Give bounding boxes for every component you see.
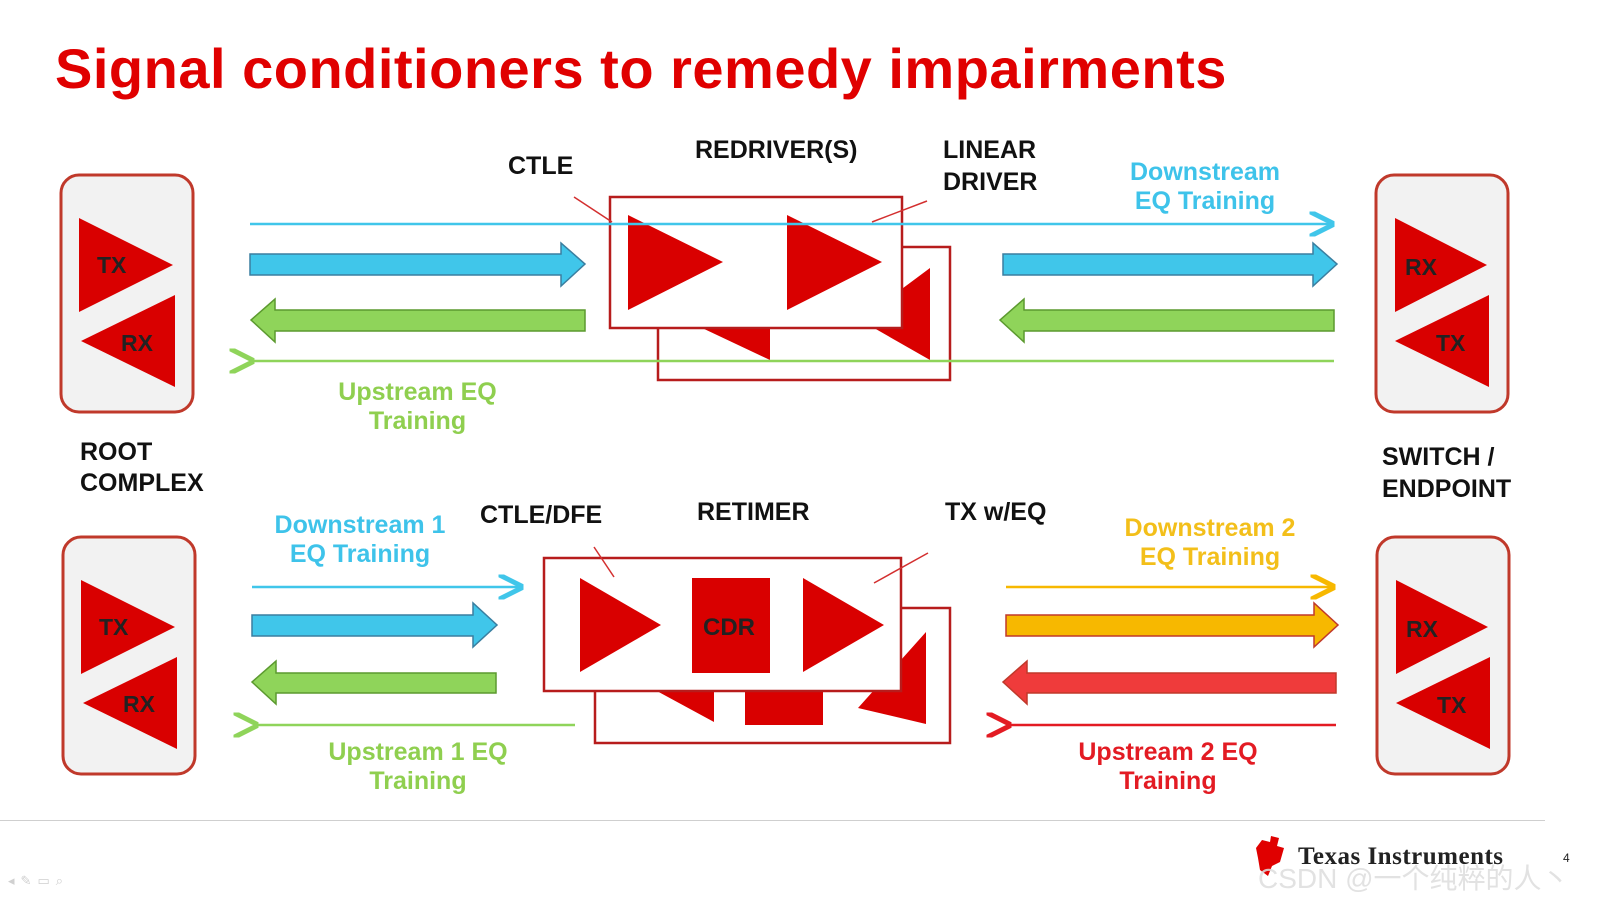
ti-logo-icon	[1256, 836, 1284, 876]
page-number: 4	[1563, 851, 1570, 865]
upstream2-label-2: Training	[1119, 767, 1217, 795]
cdr-block	[692, 578, 770, 673]
top-left-downstream-arrow	[249, 241, 587, 288]
back-icon[interactable]: ◂	[8, 873, 21, 888]
top-left-tx-label: TX	[97, 252, 127, 278]
downstream1-label-1: Downstream 1	[274, 511, 446, 539]
switch-endpoint-label-1: SWITCH /	[1382, 443, 1495, 471]
ctle-pointer	[573, 196, 613, 223]
top-right-upstream-arrow	[998, 297, 1335, 344]
bottom-left-downstream-arrow	[251, 601, 499, 649]
ctle-dfe-pointer	[593, 546, 615, 578]
root-complex-label-2: COMPLEX	[80, 469, 204, 497]
top-left-upstream-arrow	[249, 297, 586, 344]
footer-divider	[0, 820, 1545, 821]
upstream1-label-1: Upstream 1 EQ	[328, 738, 508, 766]
slides-icon[interactable]: ▭	[37, 873, 56, 888]
bottom-right-downstream-arrow	[1005, 601, 1340, 649]
upstream2-label-1: Upstream 2 EQ	[1078, 738, 1258, 766]
downstream2-label-1: Downstream 2	[1124, 514, 1296, 542]
bottom-left-rx-label: RX	[123, 691, 155, 717]
tx-weq-label: TX w/EQ	[945, 498, 1047, 526]
bottom-right-rx-triangle	[1396, 580, 1488, 674]
top-right-tx-triangle	[1395, 295, 1489, 387]
ti-brand-text: Texas Instruments	[1298, 843, 1504, 870]
ctle-dfe-label: CTLE/DFE	[480, 501, 603, 529]
redriver-label: REDRIVER(S)	[695, 136, 858, 164]
top-right-downstream-arrow	[1002, 241, 1339, 288]
tx-weq-pointer	[873, 552, 929, 584]
top-left-rx-label: RX	[121, 330, 153, 356]
root-complex-label-1: ROOT	[80, 438, 153, 466]
retimer-tx-triangle	[803, 578, 884, 672]
top-left-tx-triangle	[79, 218, 173, 312]
bottom-right-tx-label: TX	[1437, 692, 1467, 718]
bottom-left-tx-triangle	[81, 580, 175, 674]
pen-icon[interactable]: ✎	[20, 873, 38, 888]
retimer-front-box	[542, 556, 903, 693]
top-left-rx-triangle	[81, 295, 175, 387]
bottom-root-complex-device	[61, 535, 197, 776]
top-switch-device	[1374, 173, 1510, 414]
retimer-ctle-triangle	[580, 578, 661, 672]
slide-nav-controls[interactable]: ◂✎▭⌕	[8, 873, 69, 889]
bottom-right-rx-label: RX	[1406, 616, 1438, 642]
bottom-switch-device	[1375, 535, 1511, 776]
bottom-right-tx-triangle	[1396, 657, 1490, 749]
bottom-left-upstream-arrow	[250, 659, 497, 706]
downstream1-label-2: EQ Training	[289, 540, 431, 568]
bottom-right-upstream-arrow	[1001, 659, 1337, 706]
top-upstream-label-1: Upstream EQ	[338, 378, 497, 406]
zoom-icon[interactable]: ⌕	[55, 873, 70, 888]
redriver-ctle-triangle	[628, 215, 723, 310]
bottom-left-tx-label: TX	[99, 614, 129, 640]
watermark-text: CSDN @一个纯粹的人丶	[1258, 863, 1570, 894]
top-root-complex-device	[59, 173, 195, 414]
ctle-label: CTLE	[508, 152, 574, 180]
linear-driver-label-1: LINEAR	[943, 136, 1037, 164]
top-downstream-label-2: EQ Training	[1134, 187, 1276, 215]
switch-endpoint-label-2: ENDPOINT	[1382, 475, 1512, 503]
top-upstream-label-2: Training	[368, 407, 467, 435]
slide-title: Signal conditioners to remedy impairment…	[55, 37, 1227, 100]
downstream2-label-2: EQ Training	[1139, 543, 1281, 571]
linear-driver-label-2: DRIVER	[943, 168, 1038, 196]
retimer-label: RETIMER	[697, 498, 810, 526]
upstream1-label-2: Training	[369, 767, 467, 795]
linear-driver-pointer	[871, 200, 928, 223]
redriver-driver-triangle	[787, 215, 882, 310]
top-right-rx-triangle	[1395, 218, 1487, 312]
top-right-tx-label: TX	[1436, 330, 1466, 356]
redriver-front-box	[608, 195, 904, 330]
bottom-left-rx-triangle	[83, 657, 177, 749]
top-right-rx-label: RX	[1405, 254, 1437, 280]
cdr-label: CDR	[703, 614, 755, 641]
top-downstream-label-1: Downstream	[1130, 158, 1281, 186]
